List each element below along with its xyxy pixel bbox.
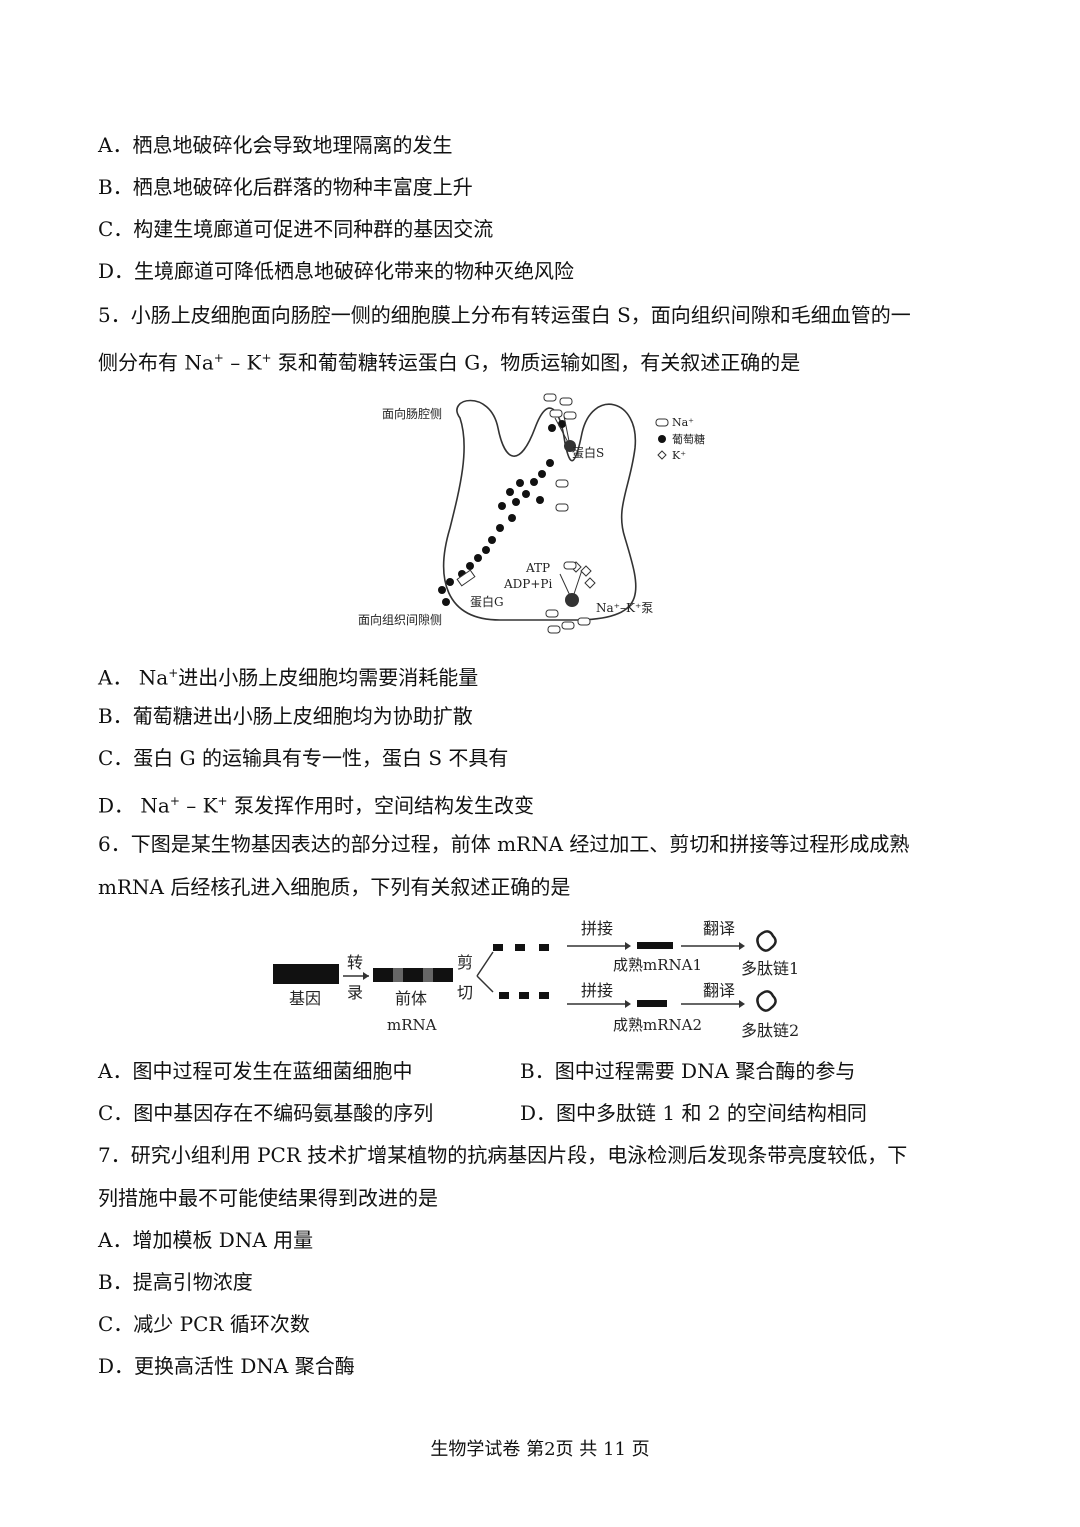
q5-option-c: C．蛋白 G 的运输具有专一性，蛋白 S 不具有 xyxy=(98,746,509,770)
gene-bar xyxy=(273,964,339,984)
translate-top-label: 翻译 xyxy=(703,919,735,938)
sup-plus: + xyxy=(217,794,228,808)
q5-stem-line1: 5．小肠上皮细胞面向肠腔一侧的细胞膜上分布有转运蛋白 S，面向组织间隙和毛细血管… xyxy=(98,303,911,327)
q5-option-d-mid: – K xyxy=(179,793,218,818)
q5-stem-line2-mid: – K xyxy=(223,350,262,375)
peptide1-label: 多肽链1 xyxy=(741,959,799,978)
q4-option-b: B．栖息地破碎化后群落的物种丰富度上升 xyxy=(98,175,473,199)
cut-label-2: 切 xyxy=(457,983,473,1002)
translate-bottom-label: 翻译 xyxy=(703,981,735,1000)
gene-label: 基因 xyxy=(289,989,321,1008)
adp-label: ADP+Pi xyxy=(503,577,552,591)
q5-stem-line2-post: 泵和葡萄糖转运蛋白 G，物质运输如图，有关叙述正确的是 xyxy=(271,350,801,375)
page-footer: 生物学试卷 第2页 共 11 页 xyxy=(430,1439,650,1460)
legend-k-icon xyxy=(657,450,667,460)
peptide1-shape xyxy=(756,930,777,952)
q7-stem-line2: 列措施中最不可能使结果得到改进的是 xyxy=(98,1186,438,1210)
legend-na-icon xyxy=(655,418,669,427)
q5-option-a-post: 进出小肠上皮细胞均需要消耗能量 xyxy=(178,665,479,690)
q7-option-b: B．提高引物浓度 xyxy=(98,1270,253,1294)
q5-option-a: A． Na+进出小肠上皮细胞均需要消耗能量 xyxy=(98,659,478,692)
splice-top-label: 拼接 xyxy=(581,919,613,938)
legend-k: K⁺ xyxy=(672,449,686,462)
q5-option-a-pre: A． Na xyxy=(98,665,169,690)
sup-plus: + xyxy=(213,351,224,365)
q6-option-c: C．图中基因存在不编码氨基酸的序列 xyxy=(98,1101,434,1125)
q5-option-b: B．葡萄糖进出小肠上皮细胞均为协助扩散 xyxy=(98,704,473,728)
cell-transport-figure: 面向肠腔侧 面向组织间隙侧 Na⁺ 葡萄糖 K⁺ 蛋白S 蛋白G ATP ADP… xyxy=(358,393,705,634)
q5-option-d: D． Na+ – K+ 泵发挥作用时，空间结构发生改变 xyxy=(98,787,534,820)
q6-option-a: A．图中过程可发生在蓝细菌细胞中 xyxy=(98,1059,413,1083)
q7-option-d: D．更换高活性 DNA 聚合酶 xyxy=(98,1354,355,1378)
peptide2-shape xyxy=(756,990,777,1012)
mature-mrna1-label: 成熟mRNA1 xyxy=(613,956,702,974)
pre-mrna-label-2: mRNA xyxy=(387,1016,437,1034)
q5-stem-line2: 侧分布有 Na+ – K+ 泵和葡萄糖转运蛋白 G，物质运输如图，有关叙述正确的… xyxy=(98,344,800,377)
sup-plus: + xyxy=(169,794,180,808)
protein-s-label: 蛋白S xyxy=(572,445,604,460)
label-lumen-side: 面向肠腔侧 xyxy=(382,406,442,421)
sup-plus: + xyxy=(168,666,179,680)
q6-option-b: B．图中过程需要 DNA 聚合酶的参与 xyxy=(520,1059,856,1083)
pre-mrna-label-1: 前体 xyxy=(395,989,427,1008)
q7-stem-line1: 7．研究小组利用 PCR 技术扩增某植物的抗病基因片段，电泳检测后发现条带亮度较… xyxy=(98,1143,908,1167)
q4-option-c: C．构建生境廊道可促进不同种群的基因交流 xyxy=(98,217,494,241)
protein-g-label: 蛋白G xyxy=(470,594,504,609)
q5-stem-line2-pre: 侧分布有 Na xyxy=(98,350,214,375)
q6-stem-line1: 6．下图是某生物基因表达的部分过程，前体 mRNA 经过加工、剪切和拼接等过程形… xyxy=(98,832,910,856)
q7-option-c: C．减少 PCR 循环次数 xyxy=(98,1312,310,1336)
splice-bottom-label: 拼接 xyxy=(581,981,613,1000)
q5-option-d-post: 泵发挥作用时，空间结构发生改变 xyxy=(227,793,534,818)
legend-na: Na⁺ xyxy=(672,416,694,429)
legend-glucose: 葡萄糖 xyxy=(672,432,705,446)
q6-stem-line2: mRNA 后经核孔进入细胞质，下列有关叙述正确的是 xyxy=(98,875,571,899)
sup-plus: + xyxy=(261,351,272,365)
q4-option-a: A．栖息地破碎化会导致地理隔离的发生 xyxy=(98,133,453,157)
pump-label: Na⁺–K⁺泵 xyxy=(596,601,653,615)
q7-option-a: A．增加模板 DNA 用量 xyxy=(98,1228,314,1252)
protein-g-shape xyxy=(456,569,476,587)
gene-expression-figure: 基因 转 录 前体 mRNA 剪 切 拼接 成熟mRNA1 翻译 多肽链1 拼接… xyxy=(273,919,799,1040)
cell-membrane xyxy=(443,399,637,621)
mature-mrna2-label: 成熟mRNA2 xyxy=(613,1016,702,1034)
cut-label-1: 剪 xyxy=(457,953,473,972)
peptide2-label: 多肽链2 xyxy=(741,1021,799,1040)
atp-label: ATP xyxy=(525,561,550,575)
label-interstitial-side: 面向组织间隙侧 xyxy=(358,612,442,627)
q6-option-d: D．图中多肽链 1 和 2 的空间结构相同 xyxy=(520,1101,867,1125)
transcribe-label-2: 录 xyxy=(347,983,363,1002)
legend-glucose-icon xyxy=(658,435,666,443)
transcribe-label-1: 转 xyxy=(347,953,363,972)
q4-option-d: D．生境廊道可降低栖息地破碎化带来的物种灭绝风险 xyxy=(98,259,575,283)
q5-option-d-pre: D． Na xyxy=(98,793,170,818)
